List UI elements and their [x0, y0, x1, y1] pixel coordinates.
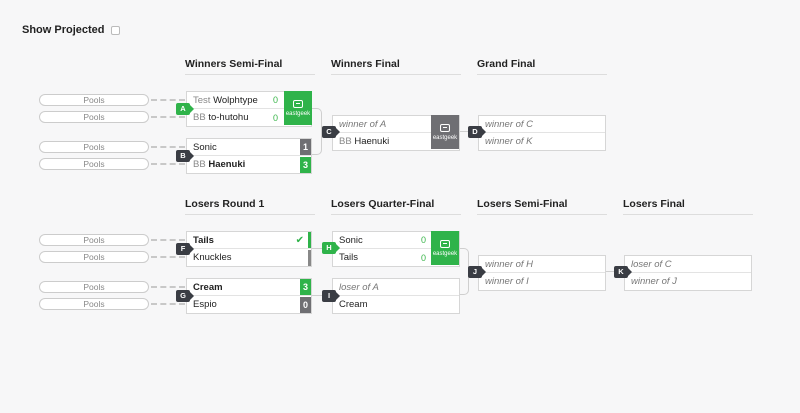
match-slot[interactable]: winner of A — [333, 116, 459, 133]
match-b[interactable]: Sonic 1 BB Haenuki 3 — [186, 138, 312, 174]
player-name: Knuckles — [193, 252, 232, 263]
match-slot[interactable]: Tails 0 — [333, 249, 459, 266]
player-tag: BB — [193, 159, 206, 170]
player-name: Tails — [193, 234, 214, 246]
stream-label: eastgeek — [432, 134, 458, 141]
match-f[interactable]: Tails ✔ Knuckles — [186, 231, 312, 267]
player-score: 0 — [420, 235, 426, 245]
stream-indicator[interactable]: eastgeek — [284, 91, 312, 125]
match-slot[interactable]: loser of C — [625, 256, 751, 273]
player-tag: Test — [193, 94, 211, 106]
match-badge: B — [176, 150, 194, 162]
player-name: Haenuki — [208, 159, 246, 170]
tv-icon — [293, 99, 303, 108]
match-slot[interactable]: winner of K — [479, 133, 605, 150]
round-title-winners-final: Winners Final — [331, 58, 461, 75]
match-badge: H — [322, 242, 340, 254]
stream-label: eastgeek — [432, 250, 458, 257]
match-d[interactable]: winner of C winner of K — [478, 115, 606, 151]
match-badge: G — [176, 290, 194, 302]
check-icon: ✔ — [295, 234, 304, 246]
tv-icon — [440, 123, 450, 132]
show-projected-checkbox[interactable] — [110, 25, 120, 35]
round-title-losers-qf: Losers Quarter-Final — [331, 198, 461, 215]
match-slot[interactable]: BB Haenuki 3 — [187, 156, 311, 173]
player-name: loser of C — [631, 258, 672, 270]
player-name: Tails — [339, 252, 359, 263]
player-tag: BB — [193, 112, 206, 123]
player-name: Cream — [193, 281, 223, 293]
player-score: 3 — [300, 156, 311, 173]
match-slot[interactable]: winner of H — [479, 256, 605, 273]
match-k[interactable]: loser of C winner of J — [624, 255, 752, 291]
player-name: winner of C — [485, 118, 534, 130]
round-title-losers-final: Losers Final — [623, 198, 753, 215]
match-badge: F — [176, 243, 194, 255]
player-name: winner of I — [485, 276, 529, 287]
pool-link[interactable]: Pools — [39, 94, 149, 106]
pool-link[interactable]: Pools — [39, 251, 149, 263]
match-badge: I — [322, 290, 340, 302]
pool-link[interactable]: Pools — [39, 298, 149, 310]
match-slot[interactable]: Tails ✔ — [187, 232, 311, 249]
round-title-grand-final: Grand Final — [477, 58, 607, 75]
match-badge: K — [614, 266, 632, 278]
match-slot[interactable]: Sonic 0 — [333, 232, 459, 249]
match-slot[interactable]: Sonic 1 — [187, 139, 311, 156]
match-slot[interactable]: Espio 0 — [187, 296, 311, 313]
player-score: 3 — [300, 279, 311, 295]
show-projected-label: Show Projected — [22, 24, 105, 36]
pool-link[interactable]: Pools — [39, 111, 149, 123]
match-badge: A — [176, 103, 194, 115]
match-g[interactable]: Cream 3 Espio 0 — [186, 278, 312, 314]
match-slot[interactable]: Cream — [333, 296, 459, 313]
player-name: winner of K — [485, 136, 533, 147]
match-slot[interactable]: BB Haenuki — [333, 133, 459, 150]
round-title-losers-r1: Losers Round 1 — [185, 198, 315, 215]
pool-link[interactable]: Pools — [39, 141, 149, 153]
player-tag: BB — [339, 136, 352, 147]
match-slot[interactable]: BB to-hutohu 0 — [187, 109, 311, 126]
match-i[interactable]: loser of A Cream — [332, 278, 460, 314]
pool-link[interactable]: Pools — [39, 158, 149, 170]
player-score: 1 — [300, 139, 311, 155]
player-name: Sonic — [193, 141, 217, 153]
player-name: Cream — [339, 299, 368, 310]
match-slot[interactable]: winner of J — [625, 273, 751, 290]
match-j[interactable]: winner of H winner of I — [478, 255, 606, 291]
player-name: Espio — [193, 299, 217, 310]
player-score: 0 — [272, 112, 278, 123]
match-slot[interactable]: Knuckles — [187, 249, 311, 266]
match-slot[interactable]: Cream 3 — [187, 279, 311, 296]
player-name: winner of J — [631, 276, 677, 287]
player-name: loser of A — [339, 281, 379, 293]
match-slot[interactable]: winner of I — [479, 273, 605, 290]
match-slot[interactable]: Test Wolphtype 0 — [187, 92, 311, 109]
match-badge: C — [322, 126, 340, 138]
stream-label: eastgeek — [285, 110, 311, 117]
round-title-losers-sf: Losers Semi-Final — [477, 198, 607, 215]
stream-indicator[interactable]: eastgeek — [431, 115, 459, 149]
player-name: to-hutohu — [208, 112, 249, 123]
player-score: 0 — [420, 252, 426, 263]
player-score: 0 — [272, 95, 278, 105]
player-score: 0 — [300, 296, 311, 313]
round-title-winners-semi: Winners Semi-Final — [185, 58, 315, 75]
pool-link[interactable]: Pools — [39, 281, 149, 293]
player-name: Sonic — [339, 234, 363, 246]
tv-icon — [440, 239, 450, 248]
player-name: winner of A — [339, 118, 387, 130]
player-name: Haenuki — [354, 136, 390, 147]
pool-link[interactable]: Pools — [39, 234, 149, 246]
match-slot[interactable]: winner of C — [479, 116, 605, 133]
match-slot[interactable]: loser of A — [333, 279, 459, 296]
player-name: Wolphtype — [213, 94, 258, 106]
match-badge: J — [468, 266, 486, 278]
match-badge: D — [468, 126, 486, 138]
player-name: winner of H — [485, 258, 534, 270]
stream-indicator[interactable]: eastgeek — [431, 231, 459, 265]
show-projected-toggle[interactable]: Show Projected — [22, 24, 120, 36]
